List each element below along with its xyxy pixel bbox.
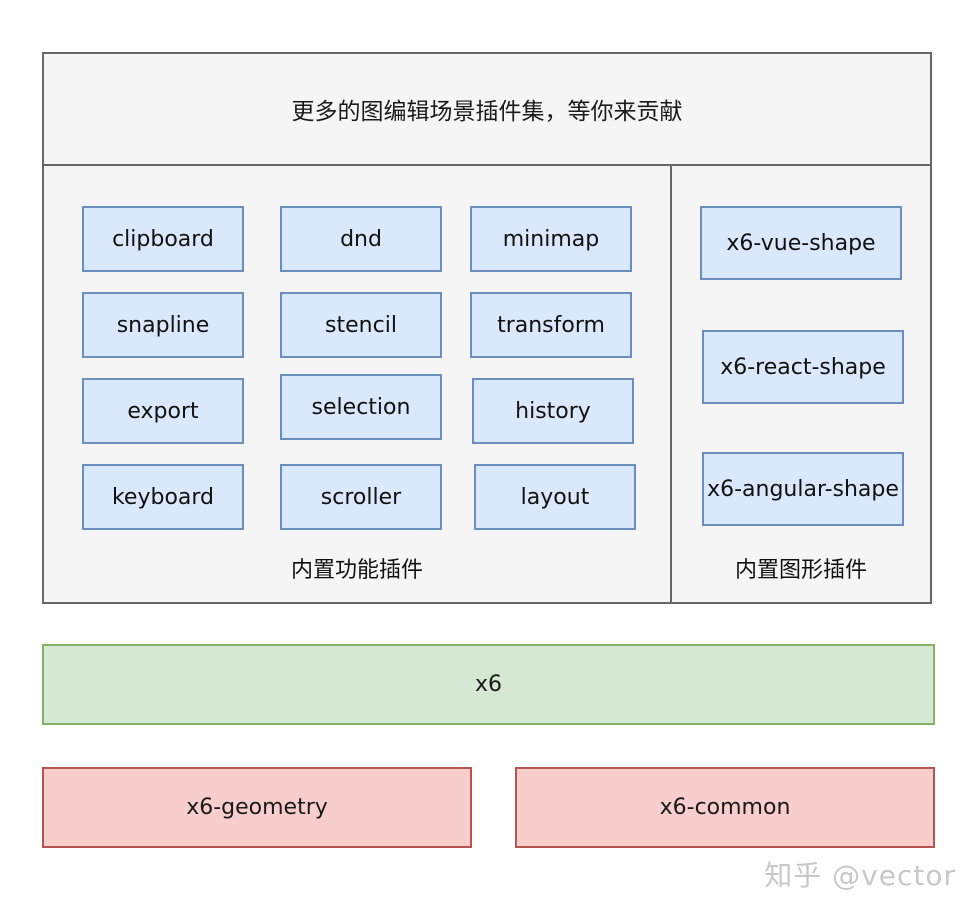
x6-common-box: x6-common — [515, 767, 935, 848]
shape-plugins-caption: 内置图形插件 — [734, 558, 867, 583]
plugin-transform-label: transform — [497, 312, 605, 338]
x6-geometry-box: x6-geometry — [42, 767, 472, 848]
plugin-history: history — [472, 378, 634, 444]
plugin-snapline: snapline — [82, 292, 244, 358]
plugin-selection: selection — [280, 374, 442, 440]
plugin-x6-vue-shape-label: x6-vue-shape — [726, 230, 876, 256]
plugin-selection-label: selection — [311, 394, 411, 420]
x6-common-label: x6-common — [659, 795, 791, 820]
plugin-export: export — [82, 378, 244, 444]
plugin-layout: layout — [474, 464, 636, 530]
plugin-x6-angular-shape: x6-angular-shape — [702, 452, 904, 526]
plugin-stencil-label: stencil — [325, 312, 397, 338]
plugin-minimap-label: minimap — [502, 226, 600, 252]
plugin-keyboard-label: keyboard — [111, 484, 215, 510]
plugin-minimap: minimap — [470, 206, 632, 272]
plugin-keyboard: keyboard — [82, 464, 244, 530]
plugin-dnd-label: dnd — [340, 226, 382, 252]
plugin-x6-vue-shape: x6-vue-shape — [700, 206, 902, 280]
plugin-x6-react-shape: x6-react-shape — [702, 330, 904, 404]
plugin-layout-label: layout — [520, 484, 590, 510]
plugin-x6-react-shape-label: x6-react-shape — [720, 354, 886, 380]
plugin-transform: transform — [470, 292, 632, 358]
plugin-clipboard-label: clipboard — [112, 226, 214, 252]
plugin-clipboard: clipboard — [82, 206, 244, 272]
contribution-banner: 更多的图编辑场景插件集，等你来贡献 — [42, 52, 932, 166]
plugin-x6-angular-shape-label: x6-angular-shape — [707, 476, 899, 502]
contribution-banner-text: 更多的图编辑场景插件集，等你来贡献 — [291, 99, 683, 125]
watermark: 知乎 @vector — [764, 859, 956, 892]
plugin-stencil: stencil — [280, 292, 442, 358]
x6-core-label: x6 — [474, 672, 503, 697]
plugin-history-label: history — [515, 398, 591, 424]
plugin-scroller: scroller — [280, 464, 442, 530]
plugin-snapline-label: snapline — [116, 312, 210, 338]
plugin-export-label: export — [127, 398, 199, 424]
plugin-dnd: dnd — [280, 206, 442, 272]
plugin-scroller-label: scroller — [320, 484, 402, 510]
functional-plugins-caption: 内置功能插件 — [290, 558, 423, 583]
x6-geometry-label: x6-geometry — [186, 795, 328, 820]
x6-core-box: x6 — [42, 644, 935, 725]
